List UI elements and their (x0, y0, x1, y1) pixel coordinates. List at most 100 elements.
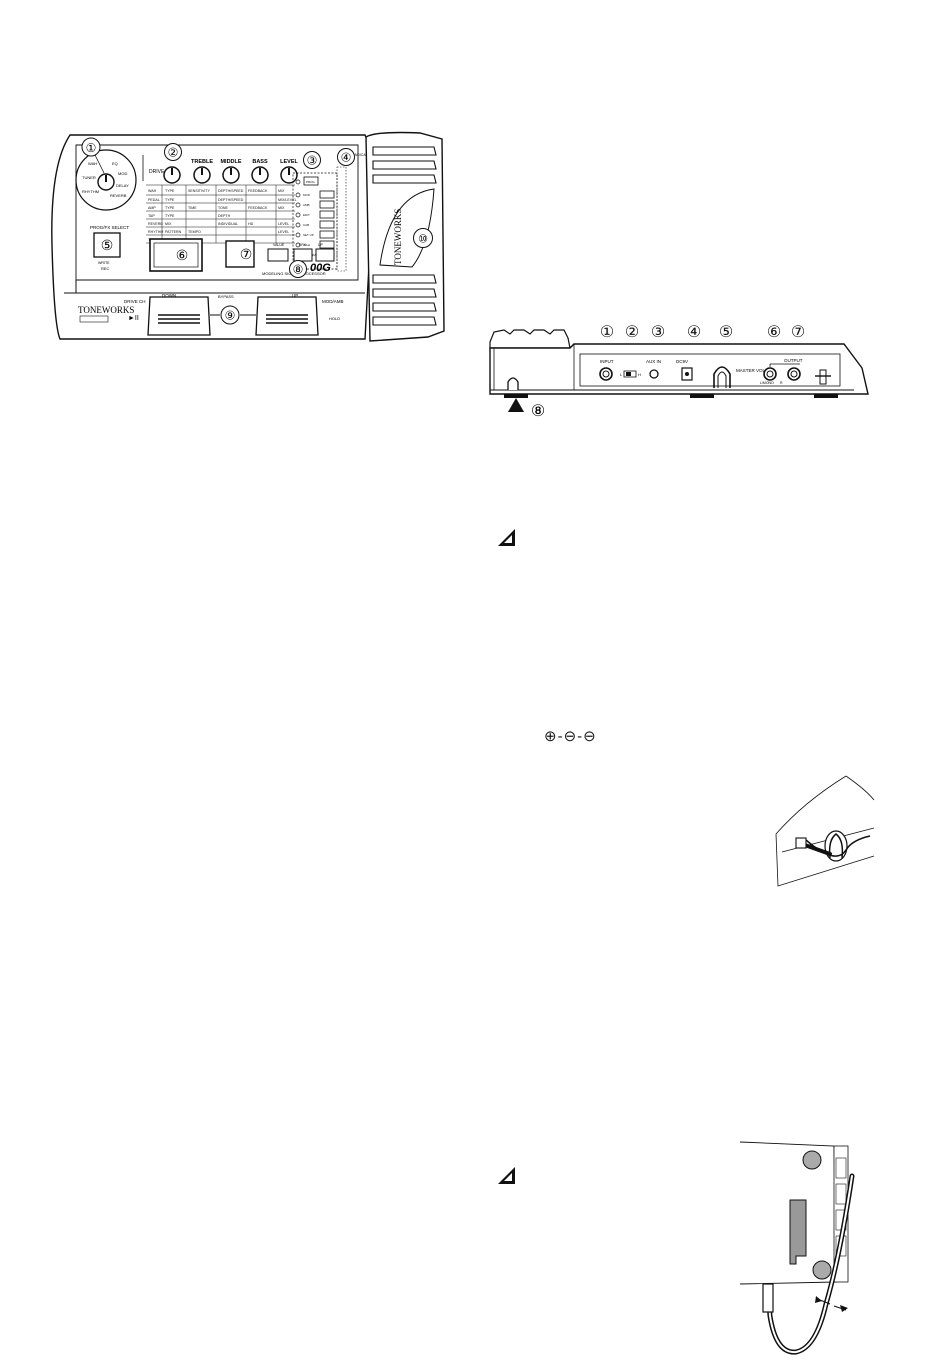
rear-callout-2: ② (625, 324, 639, 341)
prog-fx-select-label: PROG/FX SELECT (90, 225, 129, 230)
rear-callout-7: ⑦ (791, 324, 805, 341)
table-cell: TYPE (165, 198, 175, 202)
table-cell: INDIVIDUAL (218, 222, 238, 226)
table-cell: TIME (188, 206, 197, 210)
write-label: WRITE (98, 261, 110, 265)
callout-10: ⑩ (418, 234, 428, 246)
input-label: INPUT (600, 359, 614, 364)
table-cell: TYPE (165, 206, 175, 210)
callout-1: ① (86, 141, 97, 155)
indicator-label: MOD (303, 193, 311, 197)
switch-l-label: L (620, 372, 623, 377)
polarity-symbol: ⊕-⊖-⊖ (544, 728, 597, 745)
ring-label: REVERB (110, 193, 127, 198)
rear-callout-8: ⑧ (531, 403, 545, 420)
indicator-label: PROG (306, 180, 316, 184)
callout-5: ⑤ (101, 237, 114, 253)
aux-in-label: AUX IN (646, 359, 661, 364)
pedal-brand: TONEWORKS (393, 209, 403, 265)
table-cell: MIX (278, 206, 285, 210)
rear-callout-1: ① (600, 324, 614, 341)
output-l-label: L/MONO (760, 381, 774, 385)
switch-h-label: H (638, 372, 641, 377)
ring-label: EQ (112, 161, 118, 166)
output-label: OUTPUT (784, 358, 803, 363)
table-cell: TAP (148, 214, 155, 218)
knob-row (163, 166, 298, 184)
cable-bend-illustration (739, 1141, 855, 1355)
model-name: 00G (310, 262, 331, 274)
indicator-leds (295, 176, 335, 259)
knob-label-bass: BASS (252, 159, 268, 165)
callout-3: ③ (307, 154, 318, 168)
warning-icon (498, 1167, 515, 1184)
table-cell: WAH (148, 189, 157, 193)
edit-indicator-label: EDIT INDICATOR (345, 153, 373, 157)
drive-ch-label: DRIVE CH (124, 299, 146, 304)
ring-label: MOD (118, 171, 127, 176)
table-cell: TEMPO (188, 230, 201, 234)
down-label: DOWN (162, 293, 176, 298)
indicator-label: SET UP (303, 233, 314, 237)
cable-hook-illustration (775, 775, 875, 887)
ring-label: DELAY (116, 183, 129, 188)
knob-label-middle: MIDDLE (220, 159, 241, 165)
table-cell: FEEDBACK (248, 206, 268, 210)
rear-callout-5: ⑤ (719, 324, 733, 341)
table-cell: HD (248, 222, 254, 226)
ring-label: RHYTHM (82, 189, 99, 194)
rear-callout-4: ④ (687, 324, 701, 341)
hold-label: HOLD (329, 316, 340, 321)
play-pause-label: ►II (128, 315, 139, 322)
table-cell: MIX (278, 189, 285, 193)
ring-label: TUNER (82, 175, 96, 180)
dc-label: DC9V (676, 359, 688, 364)
rear-callout-6: ⑥ (767, 324, 781, 341)
table-cell: LEVEL (278, 222, 289, 226)
key-label: UP (318, 243, 324, 247)
drive-amp-label: DRIVE AMP (149, 169, 177, 175)
callout-8: ⑧ (293, 263, 304, 277)
callout-2: ② (168, 146, 179, 160)
table-cell: FEEDBACK (248, 189, 268, 193)
warning-icon (498, 529, 515, 546)
table-cell: MIX/LEVEL (278, 198, 297, 202)
knob-label-level: LEVEL (280, 159, 298, 165)
table-cell: DEPTH/SPEED (218, 189, 244, 193)
callout-6: ⑥ (176, 247, 189, 263)
indicator-label: AMB (303, 203, 310, 207)
table-cell: AMP (148, 206, 156, 210)
indicator-label: CAB (303, 223, 309, 227)
table-cell: TONE (218, 206, 229, 210)
rear-callout-3: ③ (651, 324, 665, 341)
knob-label-treble: TREBLE (191, 159, 213, 165)
expression-pedal (365, 131, 445, 342)
key-label: VALUE (273, 243, 285, 247)
pointer-arrow (508, 398, 524, 412)
rear-panel-diagram: INPUT L H AUX IN DC9V MASTER VOL OUTPUT … (489, 324, 869, 420)
output-r-label: R (780, 381, 783, 385)
front-panel-diagram: WAH EQ MOD DELAY REVERB RHYTHM TUNER ① D… (51, 131, 445, 342)
table-cell: DEPTH (218, 214, 231, 218)
indicator-label: WAH (303, 243, 310, 247)
table-cell: MIX (165, 222, 172, 226)
rec-label: REC (101, 266, 110, 271)
brand-logo: TONEWORKS (78, 305, 134, 315)
key-label: EFX (299, 243, 306, 247)
table-cell: RHYTHM (148, 230, 163, 234)
table-cell: DEPTH/SPEED (218, 198, 244, 202)
table-cell: REVERB (148, 222, 163, 226)
table-cell: PEDAL (148, 198, 160, 202)
indicator-label: EDIT (303, 213, 310, 217)
master-vol-label: MASTER VOL (736, 368, 766, 373)
callout-4: ④ (341, 151, 352, 165)
callout-9: ⑨ (225, 309, 236, 323)
table-cell: LEVEL (278, 230, 289, 234)
table-cell: TYPE (165, 189, 175, 193)
bypass-label: BYPASS (218, 294, 234, 299)
ring-label: WAH (88, 161, 97, 166)
table-cell: PATTERN (165, 230, 182, 234)
mod-amb-label: MOD/AMB (322, 299, 344, 304)
callout-7: ⑦ (240, 246, 253, 262)
table-cell: TYPE (165, 214, 175, 218)
